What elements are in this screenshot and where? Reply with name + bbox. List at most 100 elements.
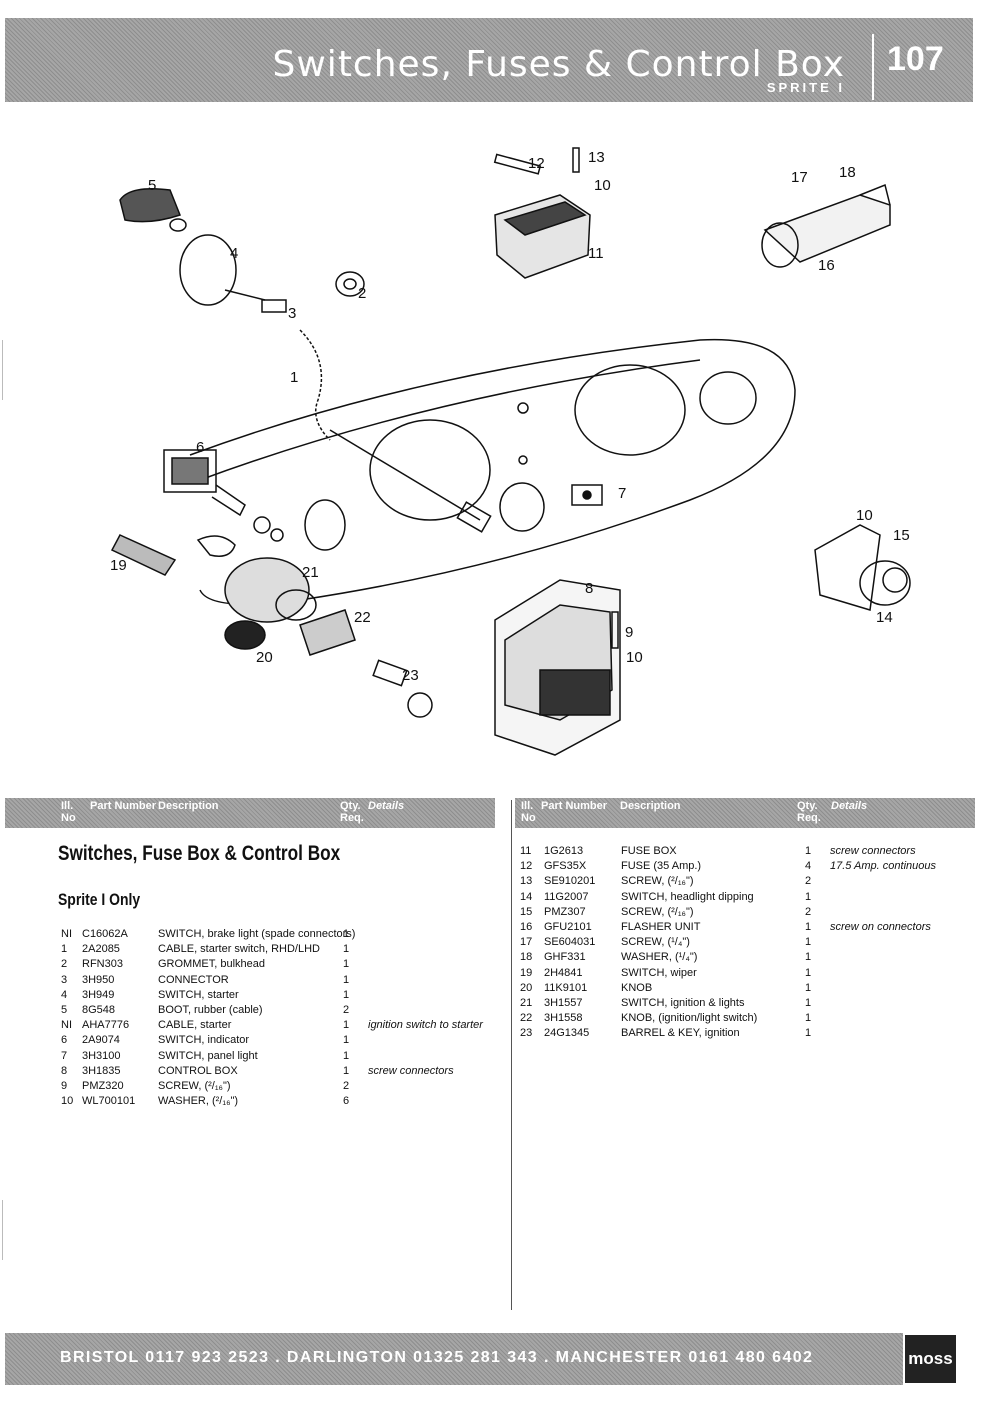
description: SWITCH, starter: [158, 988, 239, 1001]
section-subtitle: Sprite I Only: [58, 890, 141, 909]
description: SWITCH, brake light (spade connectors): [158, 928, 356, 940]
quantity: 1: [805, 966, 812, 979]
description: SCREW, (²/₁₆"): [621, 875, 694, 888]
ill-no: 20: [520, 981, 533, 994]
callout-20: 20: [256, 649, 273, 666]
part-number: GFS35X: [544, 860, 587, 873]
callout-21: 21: [302, 564, 319, 581]
part-number: 3H1558: [544, 1012, 583, 1025]
description: CABLE, starter switch, RHD/LHD: [158, 943, 320, 956]
quantity: 1: [343, 973, 350, 986]
quantity: 1: [343, 1064, 350, 1077]
part-number: 2H4841: [544, 966, 583, 979]
description: SWITCH, ignition & lights: [621, 996, 745, 1009]
callout-3: 3: [288, 305, 296, 322]
part-number: 3H950: [82, 973, 115, 986]
details: screw connectors: [368, 1064, 454, 1077]
description: SCREW, (²/₁₆"): [621, 905, 694, 918]
description: CONNECTOR: [158, 973, 229, 986]
table-row: 20 11K9101 KNOB 1: [520, 981, 960, 996]
part-number: 11K9101: [544, 981, 588, 994]
callout-13: 13: [588, 149, 605, 166]
ill-no: 15: [520, 905, 533, 918]
section-title: Switches, Fuse Box & Control Box: [58, 842, 341, 865]
callout-4: 4: [230, 245, 238, 262]
moss-logo: moss: [903, 1333, 958, 1385]
flasher-unit-drawing: [761, 183, 891, 268]
ill-no: 10: [61, 1095, 74, 1108]
quantity: 4: [805, 860, 812, 873]
part-number: WL700101: [82, 1095, 136, 1108]
description: WASHER, (¹/₄"): [621, 951, 698, 964]
quantity: 1: [343, 1019, 350, 1032]
quantity: 2: [343, 1003, 350, 1016]
callout-9: 9: [625, 624, 633, 641]
details: screw on connectors: [830, 920, 931, 933]
quantity: 1: [343, 958, 350, 971]
callout-17: 17: [791, 169, 808, 186]
part-number: 8G548: [82, 1003, 116, 1016]
th-no-right: No: [521, 812, 536, 824]
th-ill-right: Ill.: [521, 800, 534, 812]
callout-23: 23: [402, 667, 419, 684]
th-part-number: Part Number: [90, 800, 157, 812]
description: SWITCH, panel light: [158, 1049, 258, 1062]
page-title: Switches, Fuses & Control Box: [272, 44, 845, 85]
ill-no: 19: [520, 966, 533, 979]
table-row: 23 24G1345 BARREL & KEY, ignition 1: [520, 1026, 960, 1041]
quantity: 1: [343, 943, 350, 956]
ill-no: 2: [61, 958, 68, 971]
callout-10-controlbox: 10: [626, 649, 643, 666]
description: GROMMET, bulkhead: [158, 958, 265, 971]
footer-contacts: BRISTOL 0117 923 2523 . DARLINGTON 01325…: [60, 1349, 814, 1366]
header-divider: [872, 34, 874, 100]
logo-text: moss: [908, 1349, 953, 1368]
quantity: 6: [343, 1095, 350, 1108]
ill-no: 21: [520, 996, 533, 1009]
description: SWITCH, indicator: [158, 1034, 250, 1047]
dipping-switch-drawing: [814, 524, 911, 611]
ill-no: 12: [520, 860, 533, 873]
callout-2: 2: [358, 285, 366, 302]
part-number: 3H949: [82, 988, 115, 1001]
ill-no: 9: [61, 1079, 68, 1092]
description: WASHER, (²/₁₆"): [158, 1095, 239, 1108]
quantity: 1: [805, 936, 812, 949]
column-divider: [511, 800, 512, 1310]
th-qty: Qty.: [340, 800, 361, 812]
description: CABLE, starter: [158, 1019, 232, 1032]
quantity: 1: [805, 1012, 812, 1025]
ill-no: 16: [520, 920, 533, 933]
description: FLASHER UNIT: [621, 920, 701, 933]
callout-1: 1: [290, 369, 298, 386]
description: SCREW, (¹/₄"): [621, 936, 690, 949]
ill-no: 14: [520, 890, 533, 903]
quantity: 1: [805, 996, 812, 1009]
description: KNOB, (ignition/light switch): [621, 1012, 758, 1025]
part-number: 24G1345: [544, 1027, 590, 1040]
quantity: 2: [805, 905, 812, 918]
description: BOOT, rubber (cable): [158, 1003, 263, 1016]
table-header-right: Ill. No Part Number Description Qty. Req…: [515, 798, 975, 828]
description: BARREL & KEY, ignition: [621, 1027, 740, 1040]
th-req-right: Req.: [797, 812, 821, 824]
description: KNOB: [621, 981, 653, 994]
ill-no: 23: [520, 1027, 533, 1040]
quantity: 1: [805, 890, 812, 903]
table-header-left: Ill. No Part Number Description Qty. Req…: [5, 798, 495, 828]
ill-no: 22: [520, 1012, 533, 1025]
part-number: SE604031: [544, 936, 596, 949]
quantity: 1: [805, 981, 812, 994]
quantity: 1: [805, 1027, 812, 1040]
details: screw connectors: [830, 845, 916, 857]
th-description-right: Description: [620, 800, 681, 812]
part-number: AHA7776: [82, 1019, 130, 1032]
